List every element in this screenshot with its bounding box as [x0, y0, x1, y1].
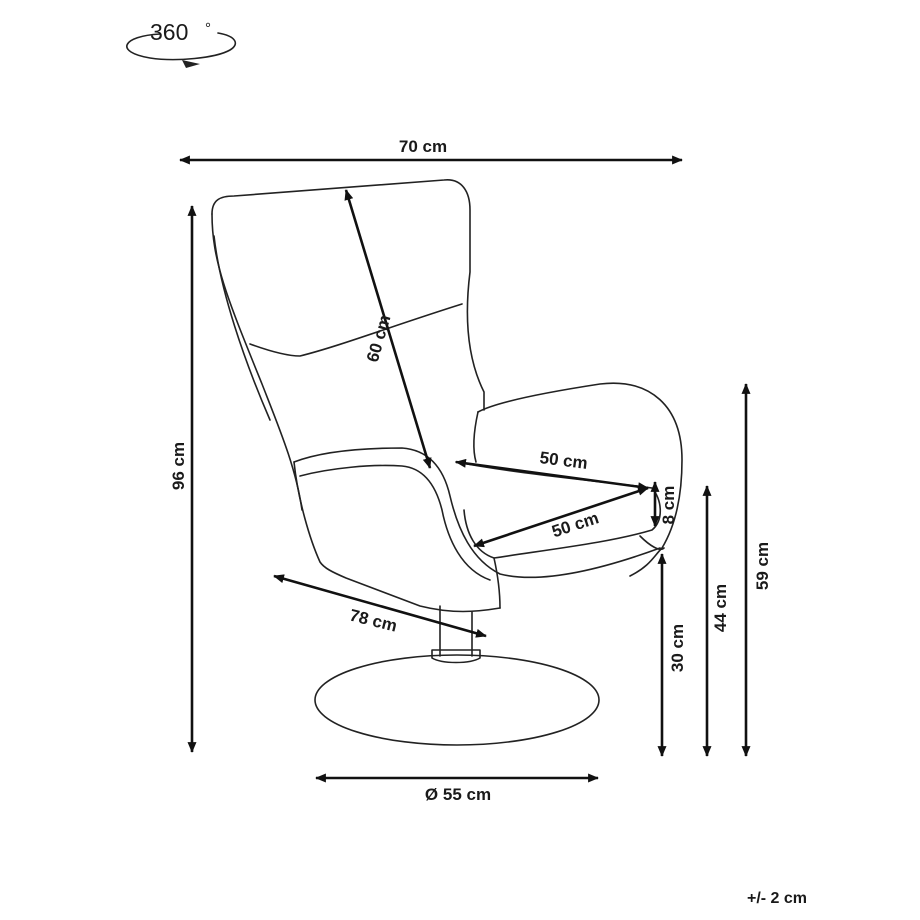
armrest-height-label: 59 cm — [753, 542, 772, 590]
width-label: 70 cm — [399, 137, 447, 156]
seat-width-label: 50 cm — [539, 448, 589, 473]
base-diameter-label: Ø 55 cm — [425, 785, 491, 804]
backrest — [211, 179, 485, 411]
height-label: 96 cm — [169, 442, 188, 490]
rotation-label: 360 — [150, 19, 188, 45]
seat-height-label: 30 cm — [668, 624, 687, 672]
armchair-outline — [211, 179, 683, 746]
seat-depth-dimension-line — [473, 486, 649, 548]
seat-width-dimension-line — [455, 458, 649, 492]
rotation-degree: ° — [205, 20, 211, 37]
rotation-360-icon: 360 ° — [126, 19, 237, 68]
seat-top-height-label: 44 cm — [711, 584, 730, 632]
tolerance-note: +/- 2 cm — [747, 890, 807, 907]
round-base — [314, 654, 600, 746]
dimension-lines — [179, 155, 751, 783]
backrest-dimension-line — [344, 189, 432, 469]
depth-dimension-line — [273, 574, 487, 638]
headrest-seam — [249, 303, 463, 357]
seat-thickness-label: 8 cm — [659, 486, 678, 525]
